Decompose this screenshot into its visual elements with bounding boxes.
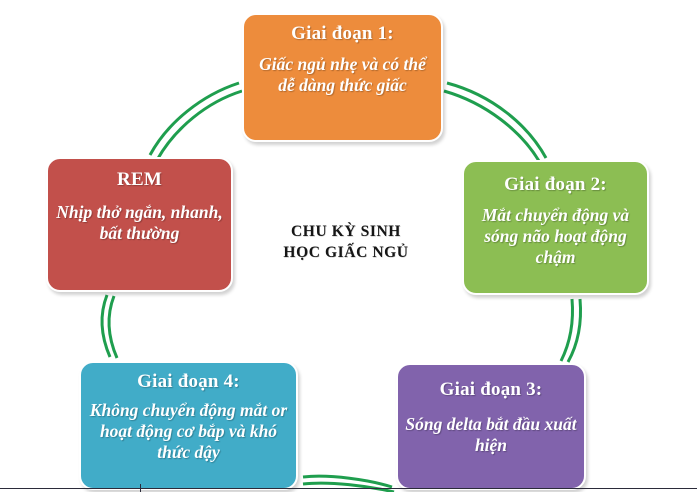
arc-stage4-to-rem	[100, 294, 112, 358]
arc-stage2-to-stage3-inner	[559, 298, 574, 362]
node-stage-2[interactable]: Giai đoạn 2: Mắt chuyển động và sóng não…	[462, 160, 649, 295]
node-rem-body: Nhịp thở ngắn, nhanh, bất thường	[56, 202, 223, 244]
arc-stage2-to-stage3	[566, 298, 582, 363]
node-stage-2-body: Mắt chuyển động và sóng não hoạt động ch…	[481, 205, 630, 268]
node-rem[interactable]: REM Nhịp thở ngắn, nhanh, bất thường	[46, 157, 233, 292]
node-rem-title: REM	[117, 169, 162, 190]
node-stage-1[interactable]: Giai đoạn 1: Giấc ngủ nhẹ và có thể dễ d…	[242, 13, 443, 142]
center-label-line-2: HỌC GIẤC NGỦ	[283, 243, 409, 261]
node-stage-3-title: Giai đoạn 3:	[439, 379, 543, 400]
node-stage-4-title: Giai đoạn 4:	[137, 371, 240, 392]
arc-rem-to-stage1	[148, 81, 240, 156]
node-stage-3-body: Sóng delta bắt đầu xuất hiện	[405, 414, 577, 456]
node-stage-1-title: Giai đoạn 1:	[291, 23, 394, 44]
node-stage-4-body: Không chuyển động mắt or hoạt động cơ bắ…	[89, 400, 288, 463]
node-stage-2-title: Giai đoạn 2:	[504, 174, 607, 195]
arc-rem-to-stage1-inner	[155, 89, 243, 161]
node-stage-4[interactable]: Giai đoạn 4: Không chuyển động mắt or ho…	[79, 361, 298, 490]
node-stage-1-body: Giấc ngủ nhẹ và có thể dễ dàng thức giấc	[259, 54, 426, 96]
arc-stage1-to-stage2-inner	[443, 89, 541, 162]
arc-stage1-to-stage2	[446, 81, 548, 159]
bottom-divider-tick	[140, 484, 141, 492]
node-stage-3[interactable]: Giai đoạn 3: Sóng delta bắt đầu xuất hiệ…	[396, 363, 586, 490]
arc-stage3-to-stage4	[302, 474, 393, 489]
bottom-divider-rule	[0, 488, 697, 489]
diagram-center-label: CHU KỲ SINH HỌC GIẤC NGỦ	[248, 222, 444, 264]
center-label-line-1: CHU KỲ SINH	[291, 223, 401, 240]
arc-stage4-to-rem-inner	[107, 295, 119, 359]
